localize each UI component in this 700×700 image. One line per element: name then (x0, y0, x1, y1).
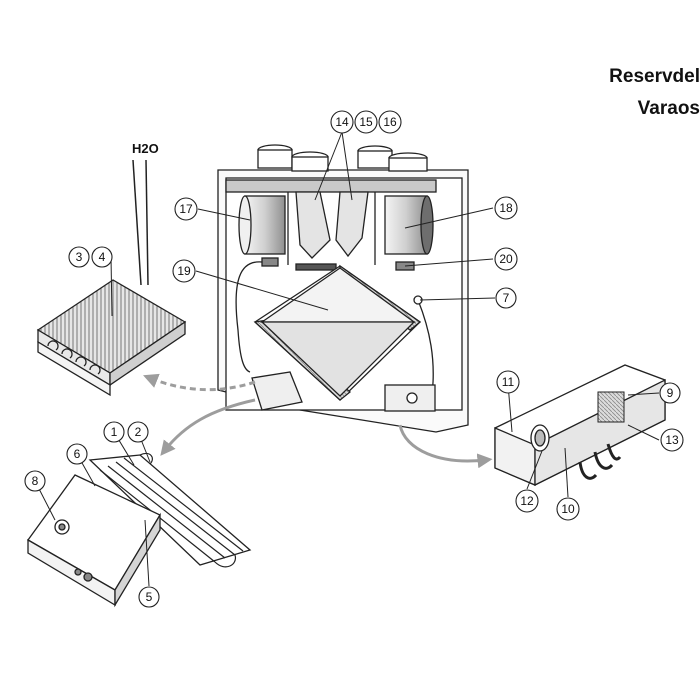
callout-20: 20 (494, 247, 518, 271)
explode-arrows (143, 373, 493, 469)
callout-11-text: 11 (502, 375, 515, 389)
callout-1: 1 (103, 421, 125, 443)
callout-4: 4 (91, 246, 113, 268)
callout-4-text: 4 (99, 250, 106, 264)
callout-17-text: 17 (179, 202, 193, 216)
leader-lines (34, 131, 660, 587)
callout-5-text: 5 (146, 590, 153, 604)
callout-17: 17 (174, 197, 198, 221)
electric-heater (27, 452, 252, 608)
callout-16: 16 (378, 110, 402, 134)
filter-cassette (36, 159, 187, 397)
callout-9: 9 (659, 382, 681, 404)
callout-12: 12 (515, 489, 539, 513)
callout-6-text: 6 (74, 447, 81, 461)
callout-2: 2 (127, 421, 149, 443)
callout-9-text: 9 (667, 386, 674, 400)
callout-2-text: 2 (135, 425, 142, 439)
h2o-label: H2O (132, 141, 159, 156)
callout-12-text: 12 (520, 494, 534, 508)
callout-13: 13 (660, 428, 684, 452)
callout-10: 10 (556, 497, 580, 521)
header-line-2: Varaos (637, 98, 700, 119)
fan-left (238, 195, 286, 255)
control-box (494, 364, 666, 487)
callout-1-text: 1 (111, 425, 118, 439)
callout-14: 14 (330, 110, 354, 134)
callout-8-text: 8 (32, 474, 39, 488)
header-line-1: Reservdel (609, 66, 700, 87)
callout-7-text: 7 (503, 291, 510, 305)
callout-5: 5 (138, 586, 160, 608)
callout-14-text: 14 (335, 115, 349, 129)
callout-19-text: 19 (177, 264, 191, 278)
callout-6: 6 (66, 443, 88, 465)
callout-15-text: 15 (359, 115, 373, 129)
bottom-electrics (251, 371, 436, 412)
callout-13-text: 13 (665, 433, 679, 447)
callout-3-text: 3 (76, 250, 83, 264)
callouts: 1 2 3 4 5 6 7 8 9 10 11 12 13 14 15 16 1… (24, 110, 684, 608)
callout-16-text: 16 (383, 115, 397, 129)
fan-right (384, 195, 434, 255)
callout-7: 7 (495, 287, 517, 309)
main-unit (217, 144, 469, 433)
callout-20-text: 20 (499, 252, 513, 266)
heat-exchanger (253, 264, 422, 401)
callout-19: 19 (172, 259, 196, 283)
callout-18: 18 (494, 196, 518, 220)
filter-bags (295, 191, 369, 259)
callout-8: 8 (24, 470, 46, 492)
callout-15: 15 (354, 110, 378, 134)
callout-18-text: 18 (499, 201, 513, 215)
callout-10-text: 10 (561, 502, 575, 516)
callout-3: 3 (68, 246, 90, 268)
callout-11: 11 (496, 370, 520, 394)
duct-collars (257, 144, 428, 172)
